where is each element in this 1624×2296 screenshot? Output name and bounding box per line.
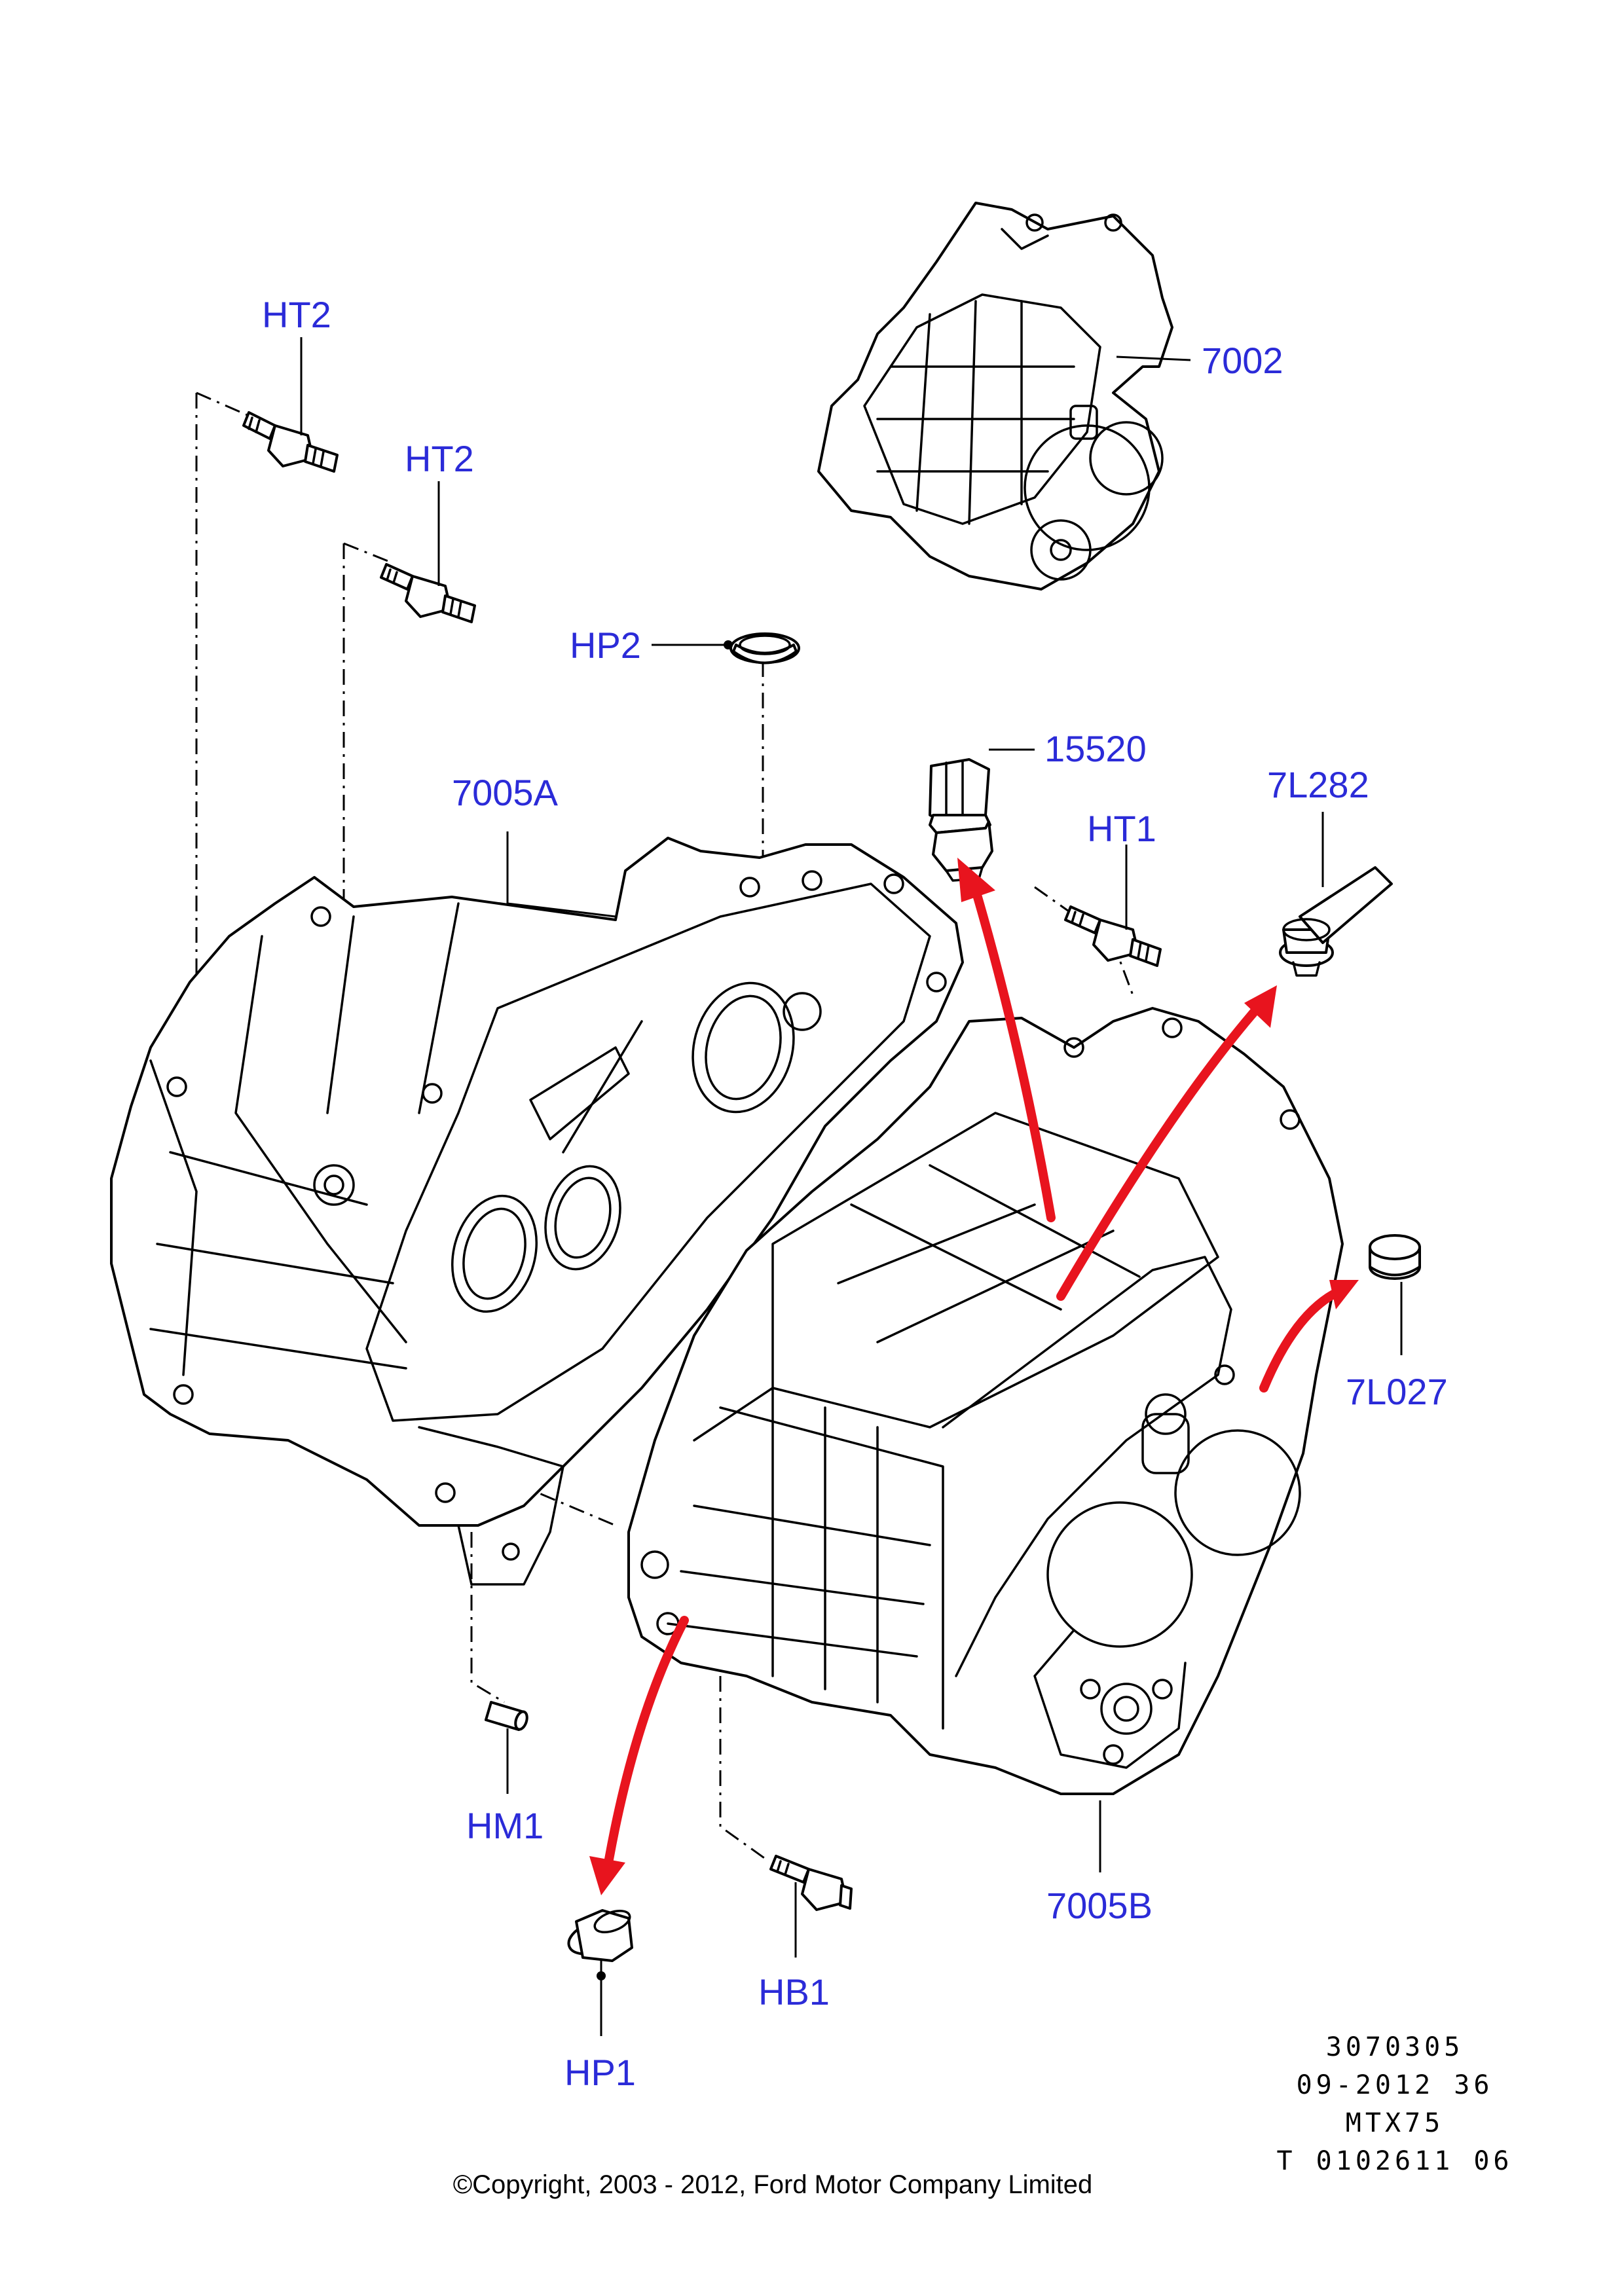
housing-assembly-7002[interactable] — [817, 202, 1173, 591]
bolt-ht1[interactable] — [1064, 905, 1162, 967]
label-ht1: HT1 — [1087, 808, 1156, 849]
label-7005b: 7005B — [1046, 1885, 1153, 1926]
label-7l282: 7L282 — [1267, 764, 1369, 805]
leader-dot-hp1 — [597, 1971, 606, 1980]
label-ht2-top: HT2 — [262, 294, 331, 335]
leader-dot-hp2 — [724, 640, 733, 649]
clutch-housing-7005a[interactable] — [110, 837, 964, 1586]
red-arrows — [589, 858, 1359, 1895]
label-hb1: HB1 — [758, 1971, 830, 2013]
arrow-to-7l027 — [1259, 1285, 1347, 1393]
info-line-2: 09-2012 36 — [1297, 2070, 1494, 2100]
label-hm1: HM1 — [466, 1805, 544, 1846]
label-hp1: HP1 — [564, 2052, 636, 2093]
arrow-to-hp1 — [604, 1616, 689, 1864]
arrow-to-15520 — [971, 886, 1056, 1222]
label-7005a: 7005A — [452, 772, 559, 813]
label-15520: 15520 — [1044, 728, 1147, 769]
label-ht2-second: HT2 — [405, 438, 474, 479]
dowel-hm1[interactable] — [485, 1701, 529, 1731]
label-7l027: 7L027 — [1346, 1371, 1448, 1412]
label-7002: 7002 — [1202, 340, 1283, 381]
info-block: 3070305 09-2012 36 MTX75 T 0102611 06 — [1277, 2032, 1513, 2176]
copyright-notice: ©Copyright, 2003 - 2012, Ford Motor Comp… — [453, 2170, 1093, 2199]
bolt-ht2-second[interactable] — [380, 563, 476, 623]
reference-labels: HT2 HT2 HP2 7002 15520 7005A HT1 7L282 7… — [262, 294, 1448, 2093]
info-line-1: 3070305 — [1326, 2032, 1464, 2062]
bolt-hb1[interactable] — [769, 1855, 853, 1911]
arrow-to-7l282 — [1056, 1004, 1262, 1301]
plug-hp2[interactable] — [729, 632, 800, 665]
bolt-ht2-top[interactable] — [242, 411, 339, 473]
breather-7l282[interactable] — [1279, 866, 1393, 977]
info-line-3: MTX75 — [1346, 2108, 1444, 2138]
info-line-4: T 0102611 06 — [1277, 2146, 1513, 2176]
leader-7002 — [1116, 355, 1191, 361]
plug-7l027[interactable] — [1369, 1234, 1421, 1280]
label-hp2: HP2 — [570, 625, 641, 666]
switch-15520[interactable] — [929, 758, 993, 882]
plug-hp1[interactable] — [564, 1906, 633, 1962]
